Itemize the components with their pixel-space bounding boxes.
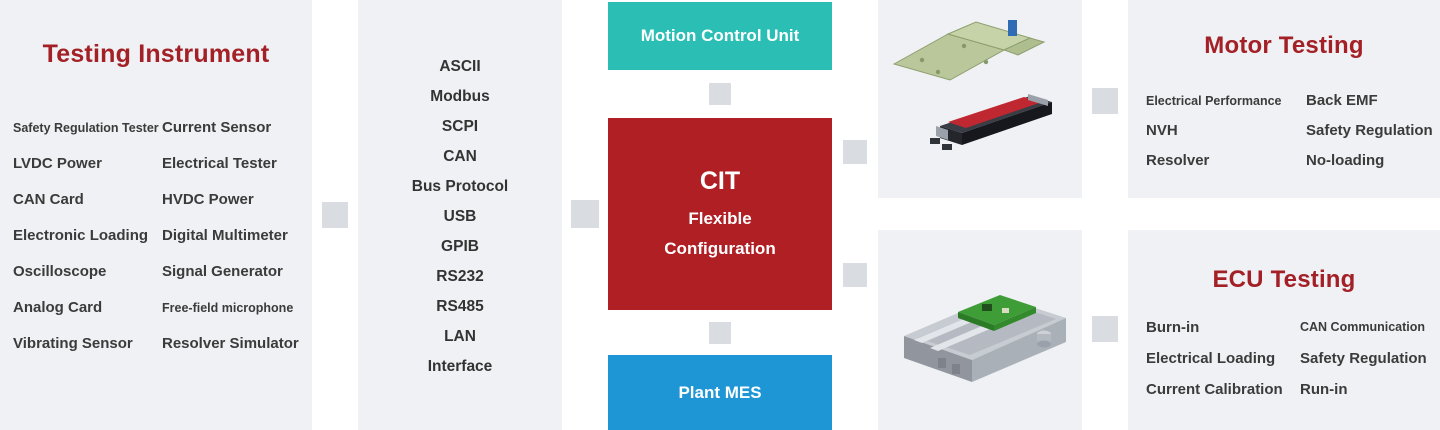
fixture-details <box>938 330 1051 374</box>
ecu-testing-column-2: CAN Communication Safety Regulation Run-… <box>1300 312 1427 405</box>
connector-node <box>843 140 867 164</box>
instrument-item: Safety Regulation Tester <box>13 121 159 135</box>
pcb-fixture <box>892 20 1046 81</box>
motor-test-equipment-panel <box>878 0 1082 198</box>
motor-testing-panel: Motor Testing Electrical Performance NVH… <box>1128 0 1440 198</box>
ecu-test-equipment-panel <box>878 230 1082 430</box>
motor-testing-title: Motor Testing <box>1204 32 1364 59</box>
connector-node <box>322 202 348 228</box>
ecu-testing-item: Safety Regulation <box>1300 350 1427 367</box>
protocol-item: Modbus <box>430 88 490 105</box>
protocol-item: USB <box>443 208 477 225</box>
plant-mes-label: Plant MES <box>678 382 762 402</box>
connector-node <box>709 83 731 105</box>
motor-testing-item: Safety Regulation <box>1306 122 1433 139</box>
ecu-testing-column-1: Burn-in Electrical Loading Current Calib… <box>1146 312 1283 405</box>
protocol-item: GPIB <box>441 238 479 255</box>
protocol-item: Interface <box>427 358 493 375</box>
instrument-item: Resolver Simulator <box>162 335 299 352</box>
ecu-testing-item: CAN Communication <box>1300 320 1425 334</box>
instrument-item: Electrical Tester <box>162 155 277 172</box>
instrument-item: Digital Multimeter <box>162 227 288 244</box>
protocols-list: ASCII Modbus SCPI CAN Bus Protocol USB G… <box>358 52 562 382</box>
motor-test-equipment-image <box>892 20 1052 150</box>
motor-testing-column-2: Back EMF Safety Regulation No-loading <box>1306 86 1433 176</box>
cit-subtitle-line2: Configuration <box>664 239 776 258</box>
ecu-testing-panel: ECU Testing Burn-in Electrical Loading C… <box>1128 230 1440 430</box>
instrument-item: LVDC Power <box>13 155 102 172</box>
instrument-item: Free-field microphone <box>162 301 294 315</box>
plant-mes-box: Plant MES <box>608 355 832 430</box>
protocols-panel: ASCII Modbus SCPI CAN Bus Protocol USB G… <box>358 0 562 430</box>
instrument-item: Electronic Loading <box>13 227 149 244</box>
connector-node <box>1092 88 1118 114</box>
linear-module <box>930 94 1052 150</box>
instrument-item: Analog Card <box>13 299 103 316</box>
protocol-item: LAN <box>444 328 476 345</box>
ecu-testing-item: Electrical Loading <box>1146 350 1276 367</box>
protocol-item: ASCII <box>439 58 481 75</box>
connector-node <box>571 200 599 228</box>
ecu-test-equipment-image <box>904 295 1066 382</box>
motor-testing-item: Resolver <box>1146 152 1210 169</box>
protocol-item: RS485 <box>436 298 484 315</box>
pcb-board <box>958 295 1036 331</box>
testing-instrument-column-2: Current Sensor Electrical Tester HVDC Po… <box>162 110 299 362</box>
testing-instrument-panel: Testing Instrument Safety Regulation Tes… <box>0 0 312 430</box>
motion-control-unit-label: Motion Control Unit <box>640 26 800 45</box>
instrument-item: HVDC Power <box>162 191 254 208</box>
motor-testing-item: Back EMF <box>1306 92 1378 109</box>
protocol-item: CAN <box>443 148 477 165</box>
ecu-testing-title: ECU Testing <box>1212 266 1356 293</box>
connector-node <box>1092 316 1118 342</box>
motor-testing-item: Electrical Performance <box>1146 94 1282 108</box>
connector-node <box>843 263 867 287</box>
testing-instrument-column-1: Safety Regulation Tester LVDC Power CAN … <box>13 110 159 362</box>
testing-instrument-title: Testing Instrument <box>42 40 270 68</box>
instrument-item: Vibrating Sensor <box>13 335 133 352</box>
connector-node <box>709 322 731 344</box>
motion-control-unit-box: Motion Control Unit <box>608 2 832 70</box>
cit-box: CIT Flexible Configuration <box>608 118 832 310</box>
ecu-testing-item: Current Calibration <box>1146 381 1283 398</box>
instrument-item: CAN Card <box>13 191 84 208</box>
protocol-item: SCPI <box>441 118 479 135</box>
motor-testing-item: No-loading <box>1306 152 1385 169</box>
instrument-item: Oscilloscope <box>13 263 107 280</box>
protocol-item: Bus Protocol <box>411 178 509 195</box>
ecu-testing-item: Run-in <box>1300 381 1348 398</box>
cit-title: CIT <box>699 167 741 195</box>
instrument-item: Current Sensor <box>162 119 272 136</box>
ecu-testing-item: Burn-in <box>1146 319 1200 336</box>
motor-testing-column-1: Electrical Performance NVH Resolver <box>1146 86 1282 176</box>
cit-subtitle-line1: Flexible <box>688 209 752 228</box>
motor-testing-item: NVH <box>1146 122 1178 139</box>
protocol-item: RS232 <box>436 268 484 285</box>
instrument-item: Signal Generator <box>162 263 283 280</box>
